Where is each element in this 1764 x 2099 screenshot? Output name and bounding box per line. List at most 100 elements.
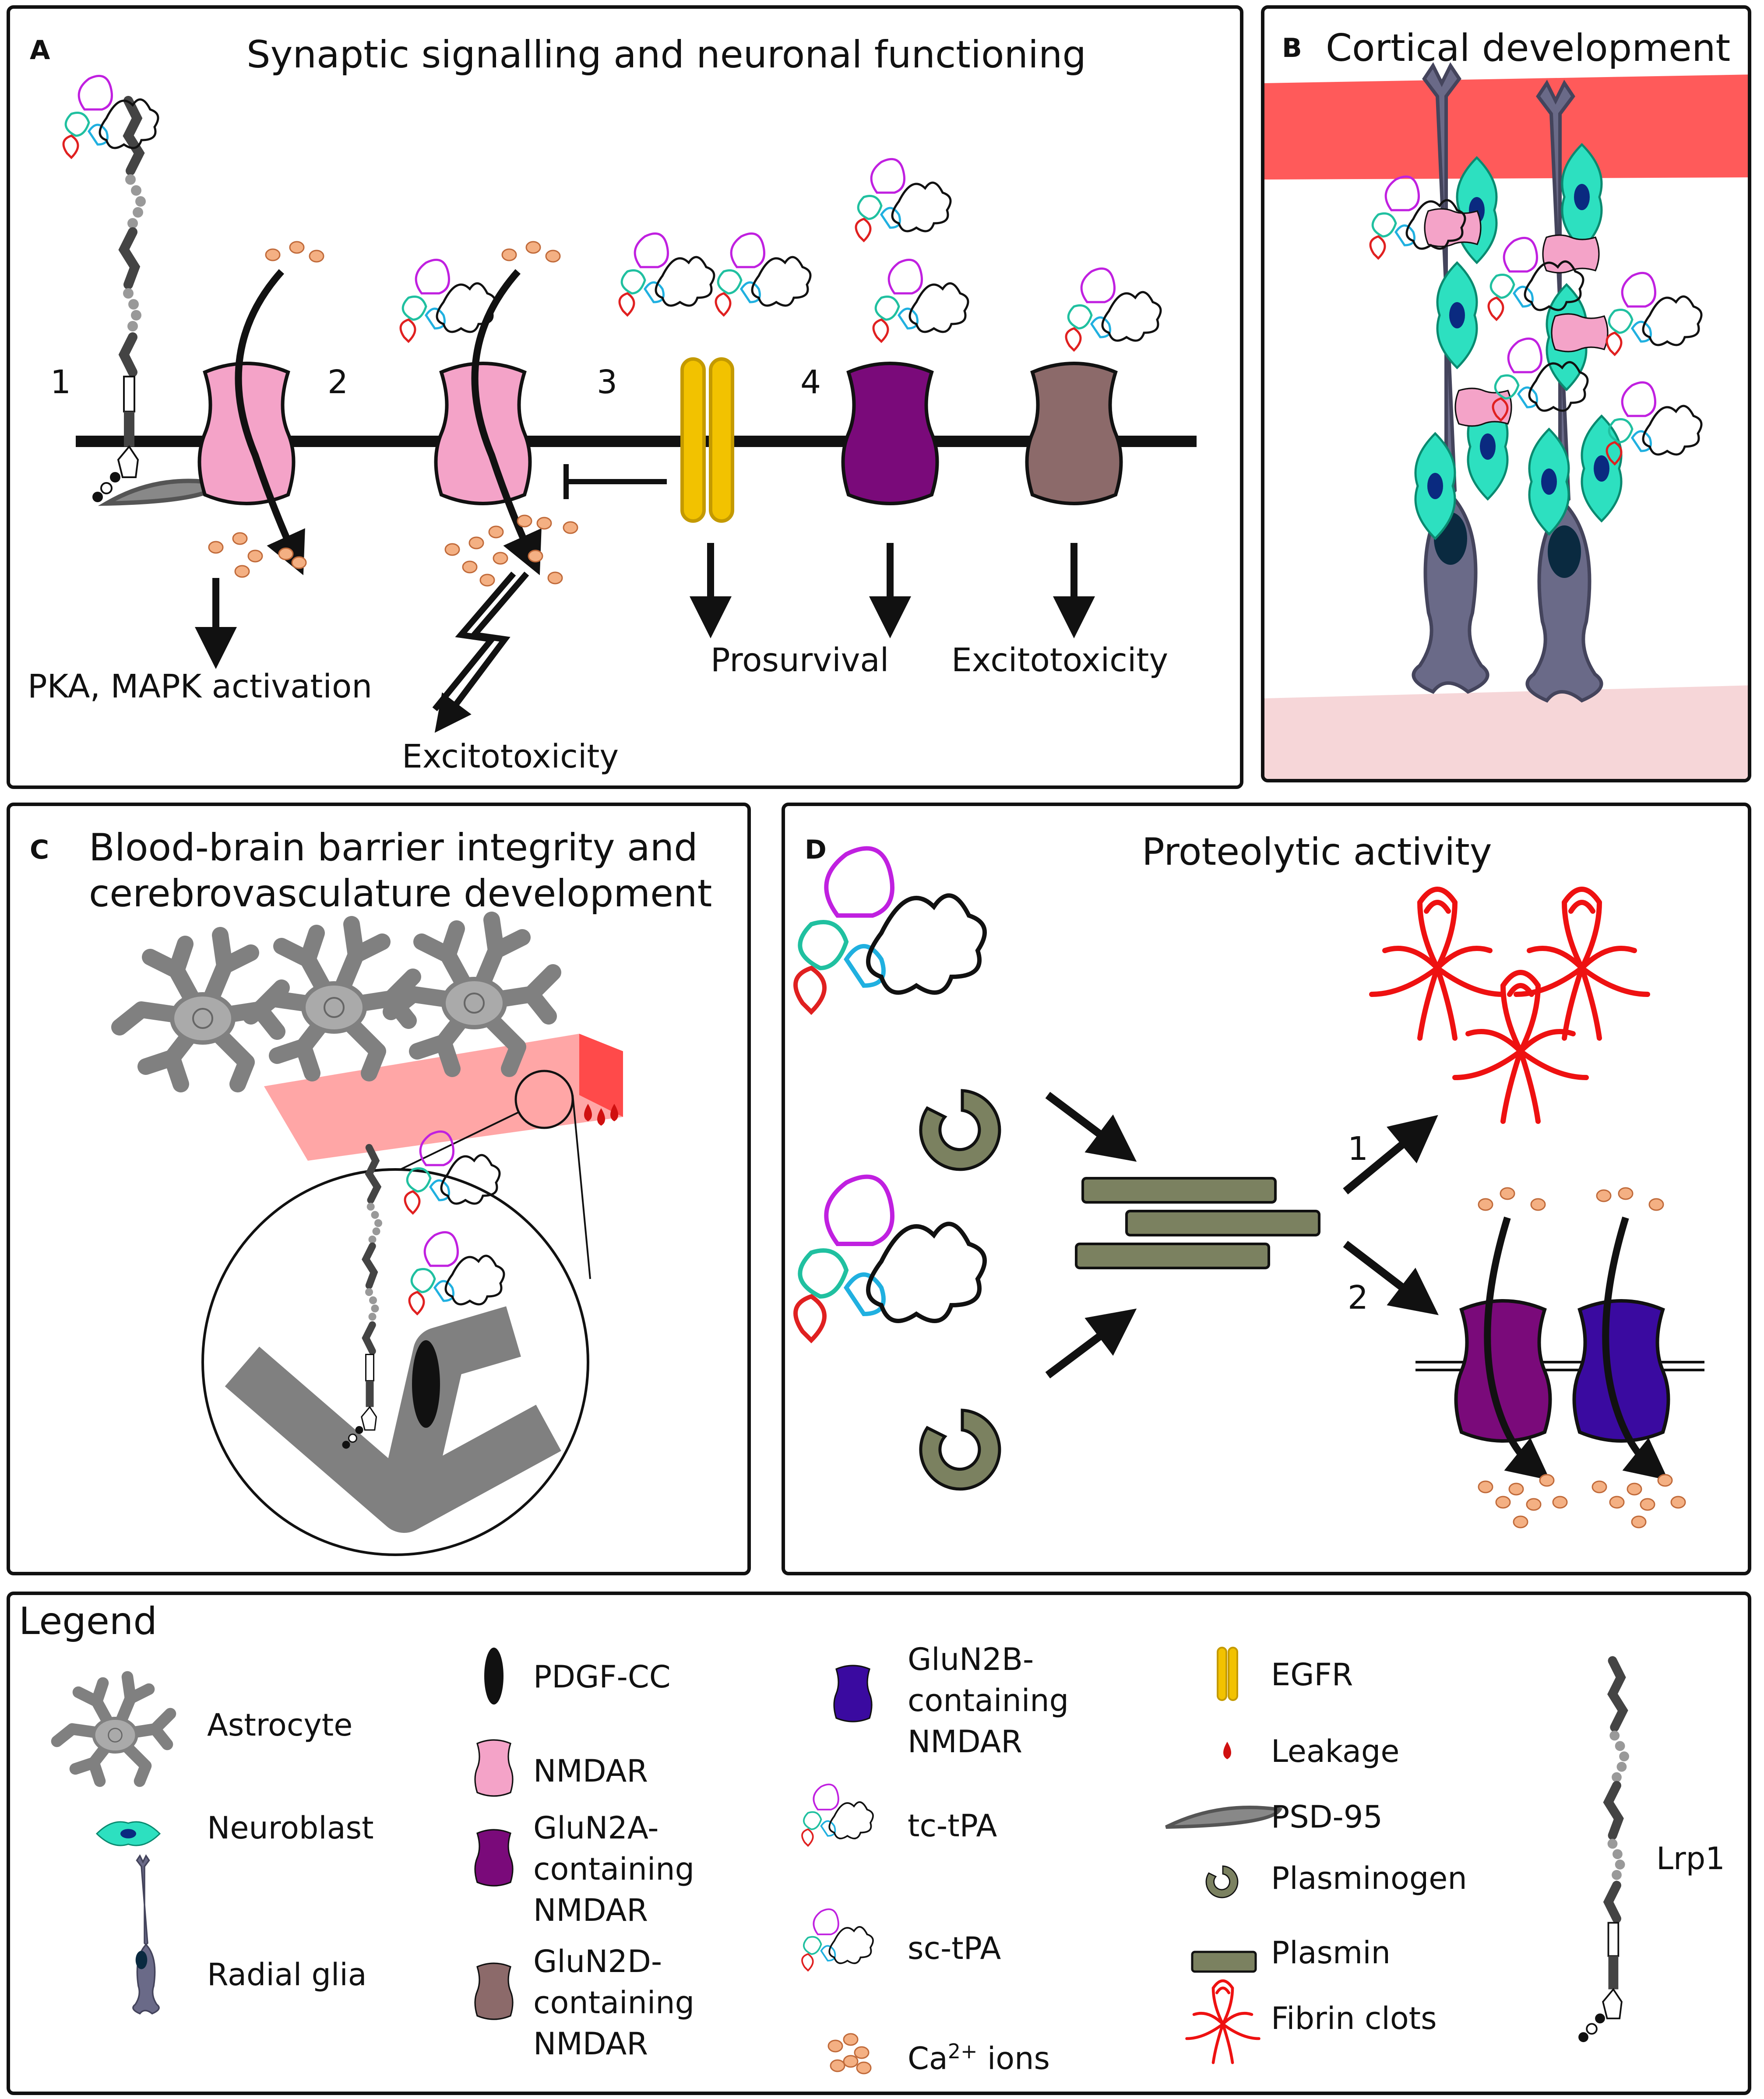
tpa-icon bbox=[873, 260, 968, 342]
glun2a-icon bbox=[843, 363, 937, 504]
legend-label: Astrocyte bbox=[207, 1707, 353, 1743]
neuroblast-icon bbox=[1562, 144, 1602, 250]
legend-label: Neuroblast bbox=[207, 1810, 374, 1846]
panel-d: D Proteolytic activity 1 2 bbox=[782, 803, 1751, 1575]
neuroblast-icon bbox=[1437, 263, 1477, 368]
step-number: 4 bbox=[800, 363, 821, 401]
tc-tpa-icon bbox=[801, 1783, 874, 1847]
astrocyte-icon bbox=[251, 924, 413, 1073]
tpa-icon bbox=[796, 849, 985, 1012]
glun2d-icon bbox=[1027, 363, 1121, 504]
neuroblast-icon bbox=[1457, 158, 1496, 263]
psd95-icon bbox=[1165, 1806, 1283, 1829]
legend-panel: Legend Astrocyte Neuroblast Radial glia … bbox=[7, 1592, 1751, 2095]
glun2d-icon bbox=[474, 1962, 514, 2020]
legend-label: GluN2D- containing NMDAR bbox=[533, 1944, 695, 2062]
legend-label: Radial glia bbox=[207, 1957, 367, 1993]
neuroblast-icon bbox=[96, 1821, 161, 1846]
nucleus bbox=[1548, 525, 1581, 578]
legend-label: sc-tPA bbox=[908, 1930, 1001, 1966]
legend-label: PDGF-CC bbox=[533, 1659, 671, 1695]
excitotoxicity-double-arrow bbox=[432, 571, 529, 733]
panel-letter: C bbox=[30, 835, 49, 865]
panel-c: C Blood-brain barrier integrity and cere… bbox=[7, 803, 751, 1575]
nmdar-icon bbox=[1542, 234, 1600, 274]
tpa-icon bbox=[856, 159, 951, 241]
glun2a-icon bbox=[474, 1829, 514, 1887]
tpa-icon bbox=[796, 1177, 985, 1340]
step-number: 2 bbox=[327, 363, 349, 401]
legend-label: tc-tPA bbox=[908, 1808, 997, 1844]
glun2b-icon bbox=[833, 1665, 873, 1722]
panel-b-diagram bbox=[1264, 62, 1748, 779]
legend-label: Plasminogen bbox=[1271, 1860, 1467, 1896]
legend-label: EGFR bbox=[1271, 1657, 1353, 1693]
legend-label: GluN2B- containing NMDAR bbox=[908, 1641, 1069, 1760]
panel-d-diagram bbox=[785, 806, 1704, 1528]
legend-label: Fibrin clots bbox=[1271, 2000, 1437, 2036]
plasminogen-icon bbox=[1205, 1865, 1239, 1898]
step-number: 3 bbox=[597, 363, 618, 401]
legend-label: Lrp1 bbox=[1656, 1841, 1725, 1877]
calcium-ions-icon bbox=[827, 2033, 872, 2074]
legend-label: Plasmin bbox=[1271, 1935, 1391, 1971]
panel-letter: A bbox=[30, 35, 50, 66]
neuroblast-icon bbox=[1529, 429, 1569, 534]
panel-title: Blood-brain barrier integrity and bbox=[89, 826, 698, 870]
nmdar-icon bbox=[1454, 387, 1512, 427]
legend-icons bbox=[10, 1647, 1751, 2074]
blood-vessel bbox=[264, 1034, 623, 1161]
panel-title: Cortical development bbox=[1326, 26, 1731, 70]
basal-surface bbox=[1264, 685, 1748, 779]
outcome-label: Excitotoxicity bbox=[951, 641, 1169, 679]
nmdar-icon bbox=[474, 1739, 514, 1797]
legend-label: PSD-95 bbox=[1271, 1799, 1383, 1835]
neuroblast-icon bbox=[1415, 433, 1455, 539]
panel-title: cerebrovasculature development bbox=[89, 872, 712, 916]
pdgf-cc-icon bbox=[412, 1340, 440, 1428]
step-number: 1 bbox=[50, 363, 71, 401]
plasminogen-icon bbox=[921, 1091, 1000, 1169]
panel-a-diagram bbox=[10, 9, 1197, 733]
lrp1-icon bbox=[1578, 1661, 1629, 2042]
calcium-flow-arrow bbox=[471, 269, 542, 575]
leakage-icon bbox=[584, 1104, 618, 1126]
calcium-flow-arrow bbox=[235, 269, 305, 575]
pdgf-cc-icon bbox=[484, 1648, 503, 1705]
legend-label: GluN2A- containing NMDAR bbox=[533, 1810, 695, 1928]
legend-title: Legend bbox=[19, 1599, 157, 1643]
plasminogen-icon bbox=[921, 1410, 1000, 1489]
step-number: 1 bbox=[1348, 1130, 1369, 1168]
radial-glia-icon bbox=[132, 1854, 160, 2015]
blood-vessel bbox=[1264, 74, 1748, 180]
tpa-icon bbox=[620, 233, 714, 315]
panel-b: B Cortical development bbox=[1261, 5, 1751, 782]
tpa-icon bbox=[1066, 268, 1161, 350]
tpa-icon bbox=[63, 76, 158, 158]
fibrin-clot-icon bbox=[1187, 1981, 1259, 2063]
panel-c-diagram bbox=[10, 806, 623, 1556]
sc-tpa-icon bbox=[801, 1908, 874, 1972]
legend-label: Leakage bbox=[1271, 1733, 1400, 1769]
panel-title: Synaptic signalling and neuronal functio… bbox=[246, 33, 1086, 77]
fibrin-clot-icon bbox=[1372, 889, 1648, 1121]
neuroblast-icon bbox=[1582, 416, 1621, 521]
panel-letter: D bbox=[805, 835, 827, 865]
plasmin-icon bbox=[1075, 1177, 1320, 1269]
egfr-icon bbox=[680, 357, 734, 523]
panel-a: A Synaptic signalling and neuronal funct… bbox=[7, 5, 1243, 789]
step-number: 2 bbox=[1348, 1279, 1369, 1317]
tpa-icon bbox=[716, 233, 810, 315]
panel-letter: B bbox=[1282, 33, 1302, 63]
egfr-icon bbox=[1217, 1647, 1238, 1701]
legend-label: Ca2+ ions bbox=[908, 2039, 1050, 2077]
astrocyte-icon bbox=[57, 1677, 170, 1781]
tpa-icon bbox=[1607, 382, 1701, 464]
outcome-label: Prosurvival bbox=[711, 641, 889, 679]
outcome-label: PKA, MAPK activation bbox=[28, 668, 373, 705]
outcome-label: Excitotoxicity bbox=[402, 738, 619, 775]
astrocyte-endfoot bbox=[225, 1306, 561, 1533]
nmdar-icon bbox=[1551, 313, 1609, 352]
plasmin-icon bbox=[1191, 1951, 1257, 1973]
tpa-icon bbox=[1607, 273, 1701, 355]
